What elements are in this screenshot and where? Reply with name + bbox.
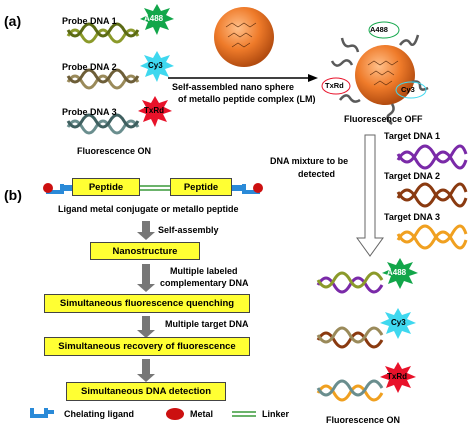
- detection-box: Simultaneous DNA detection: [66, 382, 226, 401]
- probe-dna-2-helix: [66, 68, 140, 90]
- panel-a-label: (a): [4, 13, 22, 29]
- multiple-labeled-line-2: complementary DNA: [160, 278, 249, 288]
- panel-b-label: (b): [4, 187, 22, 203]
- txrd-star-on: [380, 362, 416, 393]
- duplex-2-helix: [316, 326, 384, 349]
- a488-tag: A488: [144, 14, 164, 23]
- self-assembly-label: Self-assembly: [158, 225, 219, 235]
- cy3-star-on: [380, 308, 416, 339]
- target-dna-1-helix: [396, 150, 468, 170]
- lm-caption-line-1: Self-assembled nano sphere: [172, 82, 295, 92]
- peptide-box-left: Peptide: [72, 178, 140, 196]
- sphere-txrd-tag: TxRd: [325, 81, 344, 90]
- metal-icon: [166, 408, 184, 420]
- multiple-target-label: Multiple target DNA: [165, 319, 249, 329]
- target-dna-2-helix: [396, 188, 468, 208]
- recovery-box: Simultaneous recovery of fluorescence: [44, 337, 250, 356]
- ligand-metal-caption: Ligand metal conjugate or metallo peptid…: [58, 204, 239, 214]
- dna-mixture-line-2: detected: [298, 169, 336, 179]
- fluorescence-on-label-a: Fluorescence ON: [77, 146, 152, 156]
- legend-linker: Linker: [262, 409, 290, 419]
- txrd-tag: TxRd: [144, 106, 164, 115]
- target-dna-3-label: Target DNA 3: [384, 212, 441, 222]
- chelating-ligand-icon: [30, 408, 54, 418]
- duplex-3-helix: [316, 379, 384, 402]
- multiple-labeled-line-1: Multiple labeled: [170, 266, 238, 276]
- duplex-cy3-tag: Cy3: [391, 318, 406, 327]
- dna-mixture-line-1: DNA mixture to be: [270, 156, 349, 166]
- a488-star-on: [382, 258, 418, 289]
- duplex-txrd-tag: TxRd: [387, 372, 407, 381]
- a488-star: [140, 4, 174, 35]
- legend-metal: Metal: [190, 409, 214, 419]
- fluorescence-on-label-b: Fluorescence ON: [326, 415, 401, 425]
- probe-dna-3-helix: [66, 113, 140, 135]
- legend-chelating-ligand: Chelating ligand: [64, 409, 135, 419]
- nanosphere-icon: [214, 7, 274, 67]
- nanostructure-box: Nanostructure: [90, 242, 200, 260]
- peptide-box-right: Peptide: [170, 178, 232, 196]
- target-dna-2-label: Target DNA 2: [384, 171, 441, 181]
- quenching-box: Simultaneous fluorescence quenching: [44, 294, 250, 313]
- quenched-sphere-icon: [355, 45, 415, 105]
- probe-dna-1-helix: [66, 22, 140, 44]
- fluorescence-off-label: Fluorescence OFF: [344, 114, 423, 124]
- duplex-a488-tag: A488: [387, 268, 407, 277]
- sphere-a488-tag: A488: [370, 25, 388, 34]
- lm-caption-line-2: of metallo peptide complex (LM): [178, 94, 316, 104]
- txrd-star: [138, 96, 172, 127]
- cy3-tag: Cy3: [148, 61, 163, 70]
- target-dna-1-label: Target DNA 1: [384, 131, 441, 141]
- linker-icon: [232, 411, 256, 417]
- probe-dna-3-label: Probe DNA 3: [62, 107, 117, 117]
- target-dna-3-helix: [396, 230, 468, 250]
- probe-dna-2-label: Probe DNA 2: [62, 62, 117, 72]
- duplex-1-helix: [316, 271, 384, 294]
- hollow-down-arrow: [356, 134, 384, 257]
- cy3-star: [140, 51, 174, 82]
- sphere-cy3-tag: Cy3: [401, 85, 415, 94]
- ligand-metal-conjugate: [43, 183, 263, 194]
- probe-dna-1-label: Probe DNA 1: [62, 16, 117, 26]
